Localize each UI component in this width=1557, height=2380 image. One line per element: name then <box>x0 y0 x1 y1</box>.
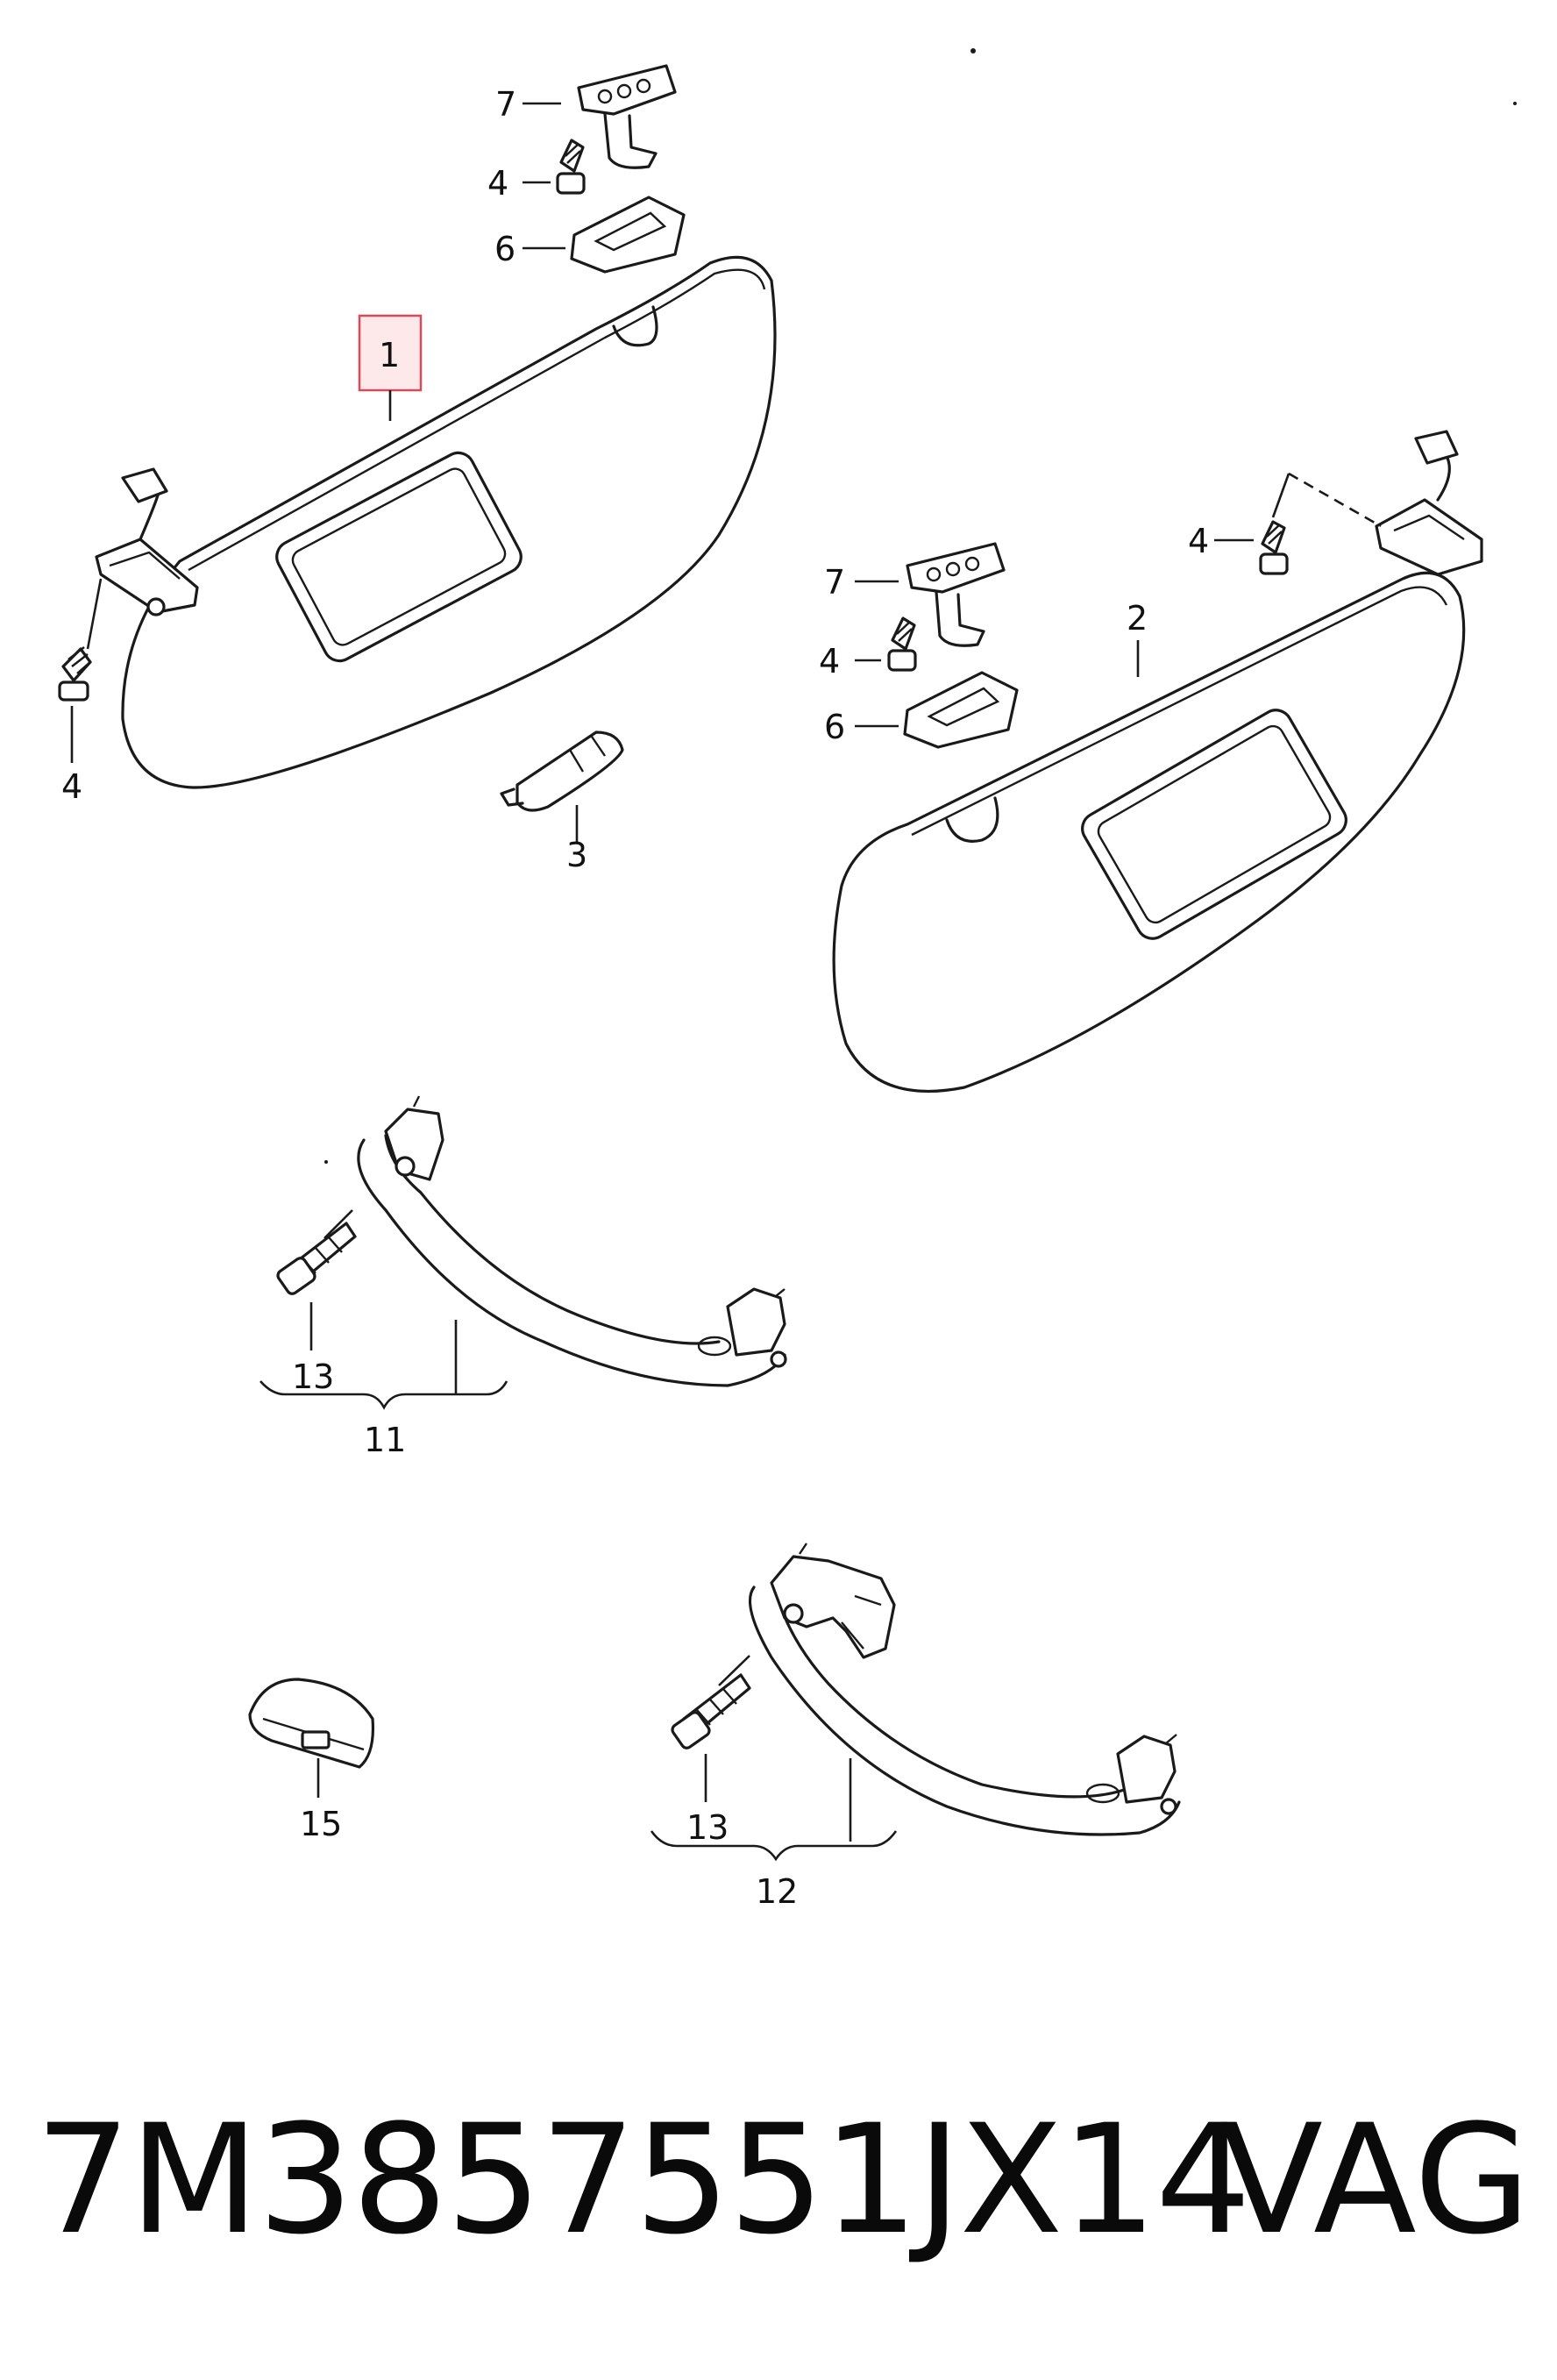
callout-11: 11 <box>364 1421 406 1459</box>
grab-handle-11 <box>357 1095 787 1387</box>
bulb-3 <box>500 730 624 812</box>
callout-4-mid: 4 <box>819 642 840 681</box>
callout-6-mid: 6 <box>824 708 845 746</box>
callout-2: 2 <box>1127 599 1148 638</box>
callout-labels: 1 2 3 4 4 4 4 6 6 7 7 11 12 13 13 15 <box>61 85 1209 1911</box>
callout-7-top: 7 <box>495 85 516 124</box>
brand-name: VAG <box>1219 2091 1531 2268</box>
highlight-box <box>358 314 423 392</box>
screw-4-left <box>58 646 92 702</box>
cover-6-mid <box>903 671 1019 749</box>
callout-4-left: 4 <box>61 767 82 806</box>
callout-15: 15 <box>300 1805 342 1843</box>
grab-handle-12 <box>748 1543 1181 1836</box>
visor-hinge-right <box>1375 430 1483 576</box>
callout-12: 12 <box>756 1872 798 1911</box>
screw-4-mid <box>887 616 917 672</box>
cap-15 <box>248 1678 375 1769</box>
clip-7-top <box>577 64 677 169</box>
screw-13-a <box>276 1222 357 1295</box>
screw-4-right <box>1259 520 1289 575</box>
screw-4-top <box>556 139 586 195</box>
part-number: 7M3857551JX14 <box>35 2091 1251 2268</box>
callout-13-b: 13 <box>686 1808 729 1847</box>
cover-6-top <box>570 196 686 274</box>
visor-hinge-left <box>95 467 199 616</box>
callout-7-mid: 7 <box>824 563 845 602</box>
sun-visor-right <box>832 571 1466 1094</box>
screw-13-b <box>671 1673 751 1749</box>
clip-7-mid <box>906 542 1006 647</box>
callout-3: 3 <box>566 836 587 874</box>
callout-6-top: 6 <box>494 230 515 268</box>
callout-13-a: 13 <box>292 1357 334 1396</box>
callout-4-top: 4 <box>487 164 508 203</box>
sun-visor-left <box>121 255 777 789</box>
callout-4-right: 4 <box>1188 522 1209 560</box>
callout-1: 1 <box>379 336 400 374</box>
